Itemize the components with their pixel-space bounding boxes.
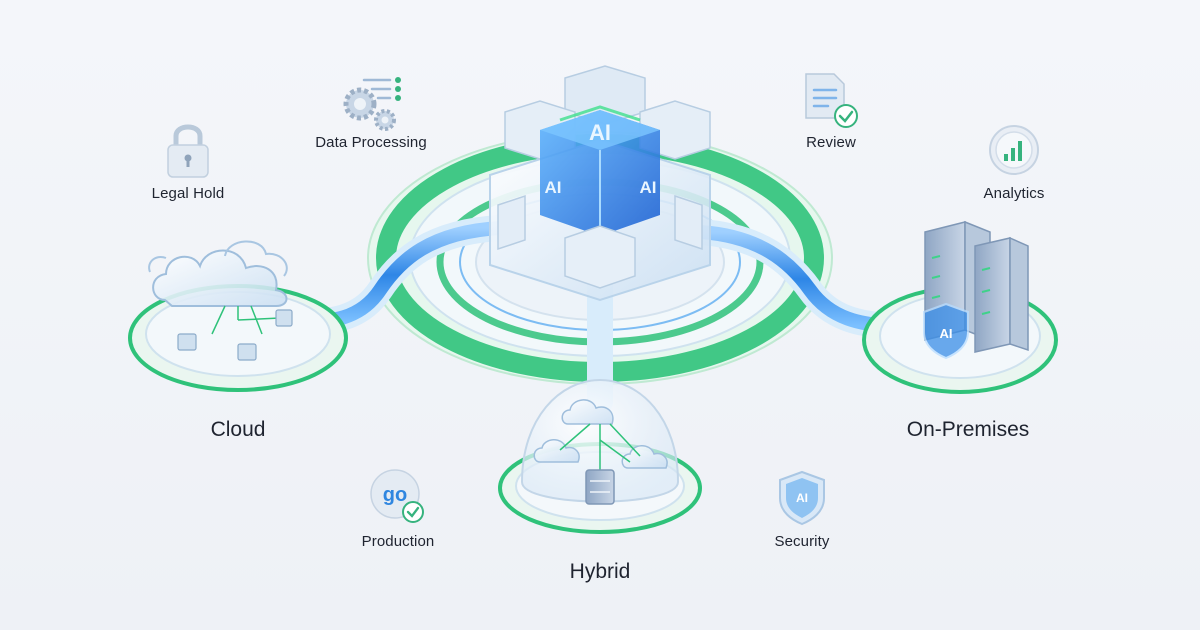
feature-label-security: Security [774, 533, 830, 550]
shield-label: AI [940, 326, 953, 341]
on-premises-node[interactable]: AI [862, 220, 1058, 394]
node-label-on-premises: On-Premises [906, 418, 1030, 441]
gears-icon [343, 77, 401, 131]
ai-shield-icon: AI [779, 470, 825, 526]
hybrid-clouds-icon [533, 399, 668, 469]
pipe-hub-to-on-premises [687, 219, 913, 339]
cube-right-label: AI [640, 178, 657, 197]
cube-left-label: AI [545, 178, 562, 197]
feature-label-data-processing: Data Processing [315, 134, 427, 151]
shield-icon: AI [923, 302, 969, 360]
feature-label-legal-hold: Legal Hold [151, 185, 225, 202]
lock-icon [167, 124, 209, 178]
go-check-icon: go [370, 469, 424, 523]
cloud-icon [148, 240, 288, 307]
server-rack-icon [924, 220, 1029, 353]
node-label-cloud: Cloud [210, 418, 266, 441]
feature-label-analytics: Analytics [983, 185, 1045, 202]
cube-top-label: AI [589, 120, 611, 145]
production-icon-text: go [383, 484, 407, 506]
feature-label-review: Review [806, 134, 856, 151]
hybrid-node[interactable] [498, 378, 702, 534]
security-icon-text: AI [796, 491, 808, 505]
cloud-node[interactable] [128, 240, 348, 392]
document-check-icon [805, 73, 858, 128]
bar-chart-icon [989, 125, 1039, 175]
ai-hub-cube: AI AI AI [489, 65, 711, 302]
cloud-chip-icons [211, 305, 281, 335]
server-icon [585, 469, 615, 505]
feature-label-production: Production [361, 533, 435, 550]
node-label-hybrid: Hybrid [569, 560, 631, 583]
